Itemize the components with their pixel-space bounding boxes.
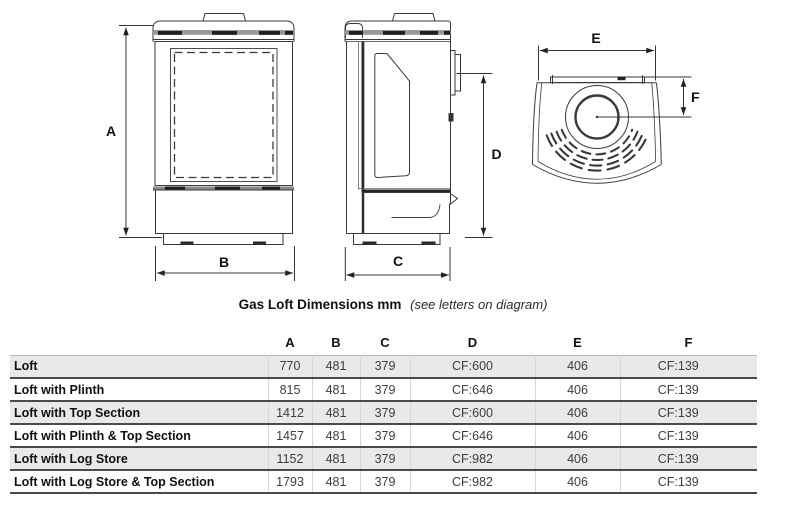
dim-label-f: F <box>691 89 700 105</box>
row-label: Loft <box>14 359 38 374</box>
cell-b: 481 <box>311 424 360 447</box>
cell-a: 1793 <box>267 470 312 493</box>
cell-d: CF:600 <box>409 401 535 424</box>
table-row: Loft with Log Store 1152 481 379 CF:982 … <box>10 447 757 470</box>
cell-c: 379 <box>359 424 410 447</box>
header-row: A B C D E F <box>10 329 757 355</box>
cell-e: 406 <box>534 355 620 378</box>
base <box>163 233 284 245</box>
cell-e: 406 <box>534 447 620 470</box>
dim-c <box>344 247 451 281</box>
flue-tab-side <box>392 13 436 22</box>
top-view <box>532 75 662 184</box>
cell-a: 1152 <box>267 447 312 470</box>
cell-a: 1457 <box>267 424 312 447</box>
cell-c: 379 <box>359 447 410 470</box>
row-label: Loft with Plinth & Top Section <box>14 428 191 443</box>
cell-f: CF:139 <box>619 401 757 424</box>
side-window <box>374 53 410 179</box>
table-title-note: (see letters on diagram) <box>410 297 548 312</box>
cell-b: 481 <box>311 355 360 378</box>
dim-d <box>456 73 493 238</box>
dimensions-table: A B C D E F Loft 770 481 379 CF:600 406 … <box>10 329 757 494</box>
cell-f: CF:139 <box>619 355 757 378</box>
cell-b: 481 <box>311 470 360 493</box>
table-row: Loft with Top Section 1412 481 379 CF:60… <box>10 401 757 424</box>
col-header-d: D <box>467 334 478 350</box>
cell-b: 481 <box>311 401 360 424</box>
flue-spigot <box>450 50 456 96</box>
plinth <box>155 189 293 234</box>
base-side <box>353 233 441 245</box>
col-header-blank <box>10 329 268 355</box>
cell-c: 379 <box>359 378 410 401</box>
dim-b <box>155 246 295 281</box>
cell-d: CF:982 <box>409 447 535 470</box>
cell-d: CF:600 <box>409 355 535 378</box>
table-row: Loft with Log Store & Top Section 1793 4… <box>10 470 757 493</box>
cell-d: CF:646 <box>409 424 535 447</box>
col-header-e: E <box>573 334 582 350</box>
cell-c: 379 <box>359 401 410 424</box>
cell-a: 770 <box>267 355 312 378</box>
cell-e: 406 <box>534 401 620 424</box>
dim-label-a: A <box>106 123 116 139</box>
dim-label-b: B <box>219 254 229 270</box>
cell-c: 379 <box>359 470 410 493</box>
table-title-main: Gas Loft Dimensions mm <box>238 297 402 312</box>
table-row: Loft with Plinth & Top Section 1457 481 … <box>10 424 757 447</box>
dimension-diagram: A B <box>106 13 700 281</box>
cell-f: CF:139 <box>619 470 757 493</box>
side-view <box>344 13 461 245</box>
cell-b: 481 <box>311 447 360 470</box>
cell-a: 815 <box>267 378 312 401</box>
table-row: Loft 770 481 379 CF:600 406 CF:139 <box>10 355 757 378</box>
flue-tab <box>202 13 246 22</box>
front-window <box>170 48 278 182</box>
row-label: Loft with Log Store <box>14 451 128 466</box>
cell-f: CF:139 <box>619 447 757 470</box>
cell-a: 1412 <box>267 401 312 424</box>
door-latch <box>448 113 454 122</box>
col-header-a: A <box>285 334 295 350</box>
rear-flange <box>550 76 645 83</box>
cell-f: CF:139 <box>619 378 757 401</box>
row-label: Loft with Top Section <box>14 405 141 420</box>
dim-e <box>538 45 656 81</box>
col-header-f: F <box>684 334 693 350</box>
dim-f <box>597 76 692 118</box>
cell-f: CF:139 <box>619 424 757 447</box>
dim-label-e: E <box>591 30 600 46</box>
col-header-c: C <box>380 334 390 350</box>
cell-c: 379 <box>359 355 410 378</box>
cell-d: CF:982 <box>409 470 535 493</box>
table-title: Gas Loft Dimensions mm (see letters on d… <box>0 297 786 312</box>
dim-a <box>119 25 162 238</box>
dim-label-c: C <box>393 253 403 269</box>
vent-slots <box>545 128 649 172</box>
plinth-handle <box>391 204 441 218</box>
cell-b: 481 <box>311 378 360 401</box>
cell-e: 406 <box>534 424 620 447</box>
cell-e: 406 <box>534 470 620 493</box>
table-row: Loft with Plinth 815 481 379 CF:646 406 … <box>10 378 757 401</box>
cell-e: 406 <box>534 378 620 401</box>
dim-label-d: D <box>492 146 502 162</box>
cell-d: CF:646 <box>409 378 535 401</box>
row-label: Loft with Plinth <box>14 382 105 397</box>
front-view <box>152 13 295 245</box>
col-header-b: B <box>331 334 341 350</box>
row-label: Loft with Log Store & Top Section <box>14 474 215 489</box>
